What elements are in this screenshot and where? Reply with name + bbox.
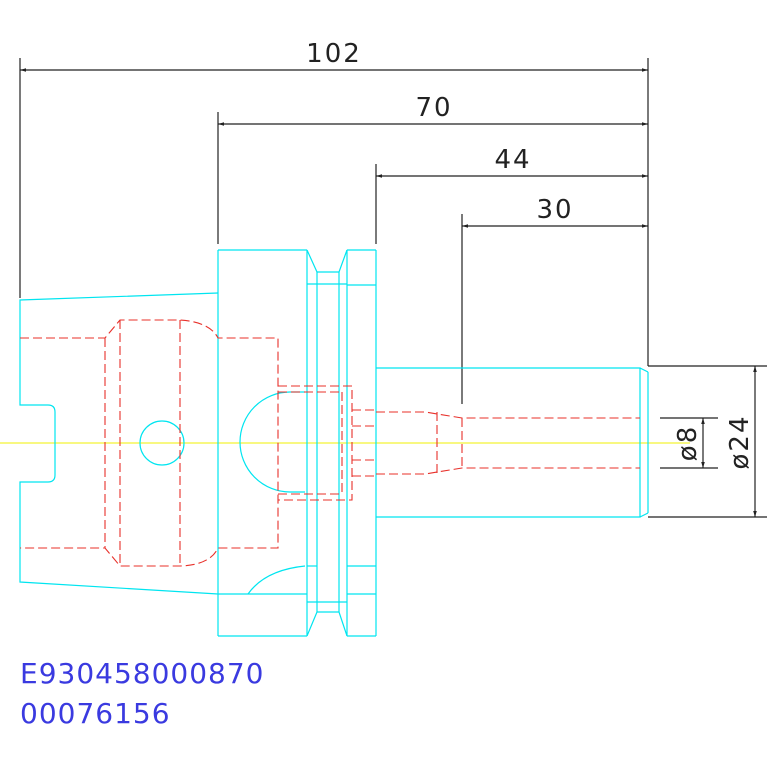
v-groove-top — [306, 249, 348, 273]
hidden-lines — [20, 319, 640, 567]
v-groove-bottom — [306, 611, 348, 637]
dim-label-dia24: ø24 — [725, 415, 755, 470]
inner-bore-outline — [20, 319, 279, 567]
chamfer-line — [639, 367, 649, 373]
thread-section — [278, 385, 353, 501]
dim-label-44: 44 — [494, 145, 531, 175]
coolant-bore — [376, 411, 640, 419]
part-outline — [19, 249, 649, 637]
dim-label-70: 70 — [415, 93, 452, 123]
dim-label-102: 102 — [306, 39, 362, 69]
keyway-arc — [247, 565, 306, 595]
drive-slot-arc — [239, 391, 305, 493]
dimension-labels: 102 70 44 30 ø8 ø24 — [306, 39, 755, 470]
chamfer-line — [639, 512, 649, 518]
id-number: 00076156 — [20, 697, 171, 730]
article-number: E930458000870 — [20, 657, 265, 690]
cross-hole-circle — [139, 420, 185, 466]
dim-label-30: 30 — [536, 195, 573, 225]
coolant-bore — [376, 467, 640, 475]
dimension-lines — [19, 58, 767, 518]
taper-shank-outline — [19, 292, 219, 595]
cylindrical-shank — [376, 367, 641, 518]
